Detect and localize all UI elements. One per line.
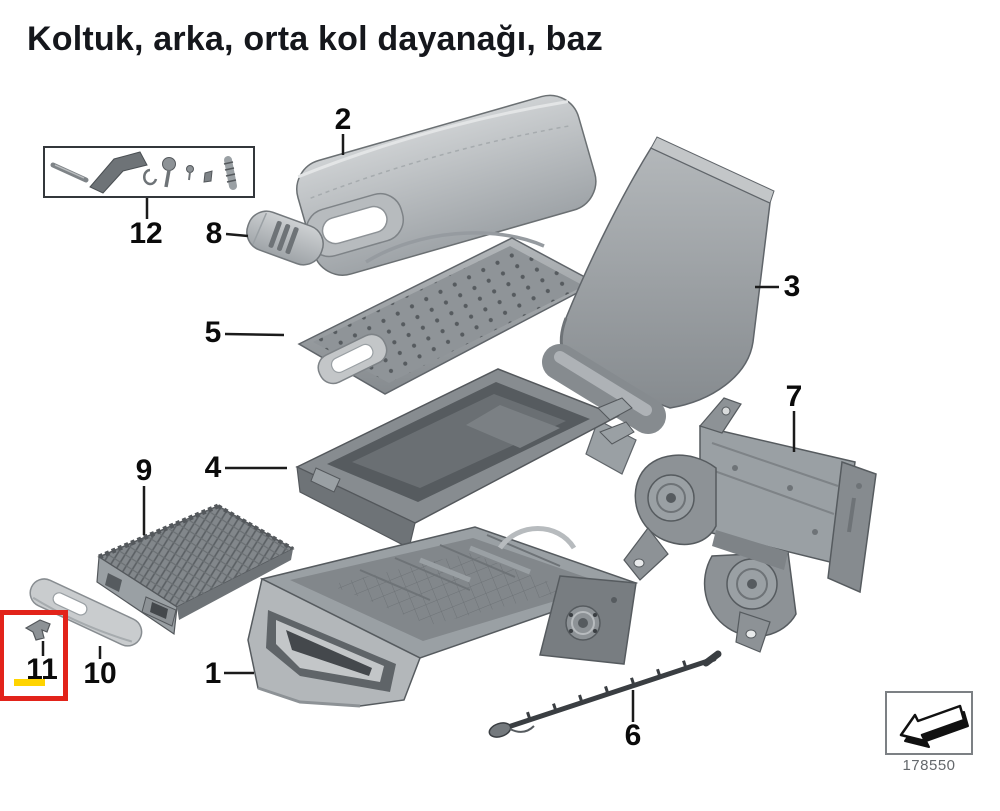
part-storage-tray-drawing [295,368,635,549]
hinge-cable-drawing [365,231,545,264]
page-title: Koltuk, arka, orta kol dayanağı, baz [27,20,603,58]
part-led-strip-drawing [488,650,722,738]
part-label-7[interactable]: 7 [785,380,803,413]
part-trim-strip-drawing [29,578,143,647]
part-armrest-lid-drawing [296,94,597,276]
part-label-4[interactable]: 4 [204,451,222,484]
part-mount-bracket-drawing [623,397,877,653]
part-label-12[interactable]: 12 [129,217,163,250]
part-label-5[interactable]: 5 [204,316,222,349]
part-latch-button-drawing [246,210,324,266]
ref-number: 178550 [902,757,956,774]
part-base-plate-drawing [297,237,614,395]
part-label-6[interactable]: 6 [624,719,642,752]
part-clip-drawing [24,619,51,641]
part-label-8[interactable]: 8 [205,217,223,250]
part-label-9[interactable]: 9 [135,454,153,487]
highlight-underline [14,679,45,686]
highlight-box [0,610,68,701]
part-armrest-body-drawing [247,526,639,708]
part-label-10[interactable]: 10 [83,657,117,690]
page-arrow-icon [899,704,969,748]
part-label-1[interactable]: 1 [204,657,222,690]
hardware-kit-box-drawing [43,146,255,198]
part-backrest-panel-drawing [542,136,775,475]
part-label-3[interactable]: 3 [783,270,801,303]
leader-lines [41,134,796,722]
part-hatch-lid-drawing [96,503,295,636]
ref-box[interactable] [885,691,973,755]
part-label-2[interactable]: 2 [334,103,352,136]
